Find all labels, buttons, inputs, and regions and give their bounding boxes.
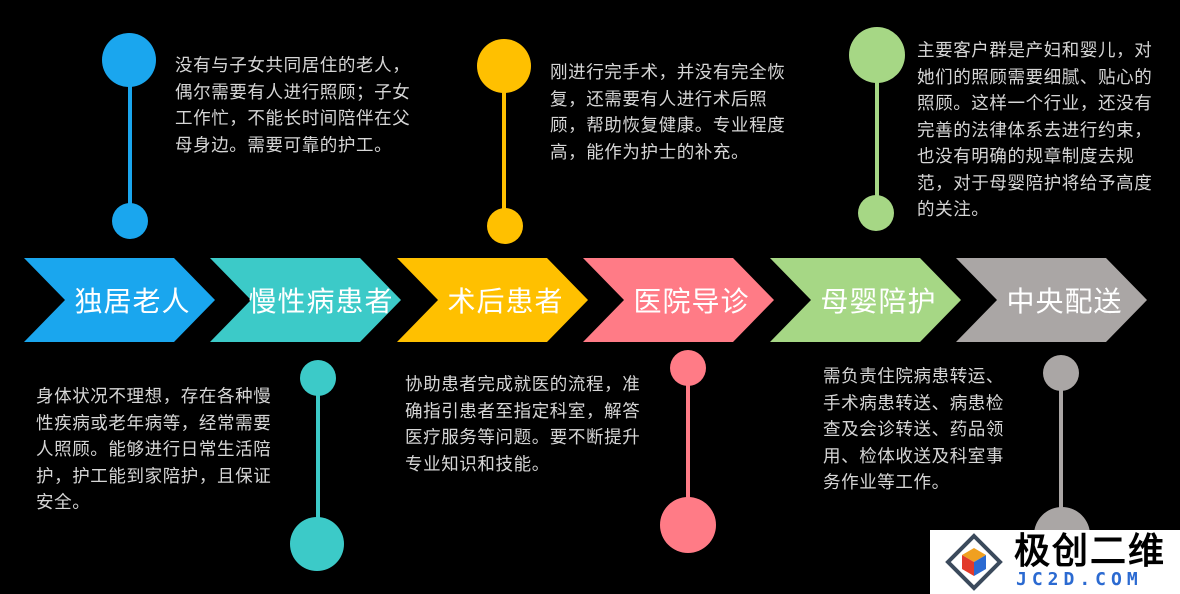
description-post-surgery: 刚进行完手术，并没有完全恢复，还需要有人进行术后照顾，帮助恢复健康。专业程度高，… bbox=[550, 63, 786, 163]
chevron-shape-hospital-guide bbox=[583, 258, 774, 342]
watermark-url: JC2D.COM bbox=[1016, 569, 1143, 590]
description-living-alone: 没有与子女共同居住的老人，偶尔需要有人进行照顾；子女工作忙，不能长时间陪伴在父母… bbox=[175, 56, 411, 156]
blue-connector-line bbox=[128, 60, 132, 222]
chevron-shape-living-alone bbox=[24, 258, 215, 342]
green-top-circle bbox=[849, 27, 905, 83]
chevron-shape-chronic bbox=[210, 258, 401, 342]
stage-label-living-alone: 独居老人 bbox=[74, 285, 191, 318]
gray-connector-line bbox=[1059, 374, 1063, 534]
pink-connector-line bbox=[686, 368, 690, 523]
blue-top-circle bbox=[102, 33, 156, 87]
teal-bottom-circle bbox=[290, 517, 344, 571]
stage-label-central-delivery: 中央配送 bbox=[1006, 285, 1123, 318]
chevron-shape-central-delivery bbox=[956, 258, 1147, 342]
stage-label-post-surgery: 术后患者 bbox=[447, 285, 564, 318]
chevron-shape-post-surgery bbox=[397, 258, 588, 342]
description-chronic: 身体状况不理想，存在各种慢性疾病或老年病等，经常需要人照顾。能够进行日常生活陪护… bbox=[36, 387, 272, 513]
green-bottom-circle bbox=[858, 195, 894, 231]
yellow-connector-line bbox=[502, 66, 506, 226]
yellow-bottom-circle bbox=[487, 208, 523, 244]
green-connector-line bbox=[875, 55, 879, 215]
stage-label-hospital-guide: 医院导诊 bbox=[633, 285, 750, 318]
teal-top-circle bbox=[300, 360, 336, 396]
description-hospital-guide: 协助患者完成就医的流程，准确指引患者至指定科室，解答医疗服务等问题。要不断提升专… bbox=[405, 375, 641, 475]
teal-connector-line bbox=[316, 378, 320, 543]
stage-label-chronic: 慢性病患者 bbox=[248, 285, 394, 318]
pink-top-circle bbox=[670, 350, 706, 386]
yellow-top-circle bbox=[477, 39, 531, 93]
chevron-shape-maternal bbox=[770, 258, 961, 342]
watermark-title: 极创二维 bbox=[1014, 531, 1167, 572]
stage-label-maternal: 母婴陪护 bbox=[820, 285, 937, 318]
cube-logo-icon bbox=[945, 533, 1003, 591]
pink-bottom-circle bbox=[660, 497, 716, 553]
gray-top-circle bbox=[1043, 355, 1079, 391]
description-maternal: 主要客户群是产妇和婴儿，对她们的照顾需要细腻、贴心的照顾。这样一个行业，还没有完… bbox=[917, 41, 1153, 220]
blue-bottom-circle bbox=[112, 203, 148, 239]
description-central-delivery: 需负责住院病患转运、手术病患转送、病患检查及会诊转送、药品领用、检体收送及科室事… bbox=[823, 367, 1004, 493]
